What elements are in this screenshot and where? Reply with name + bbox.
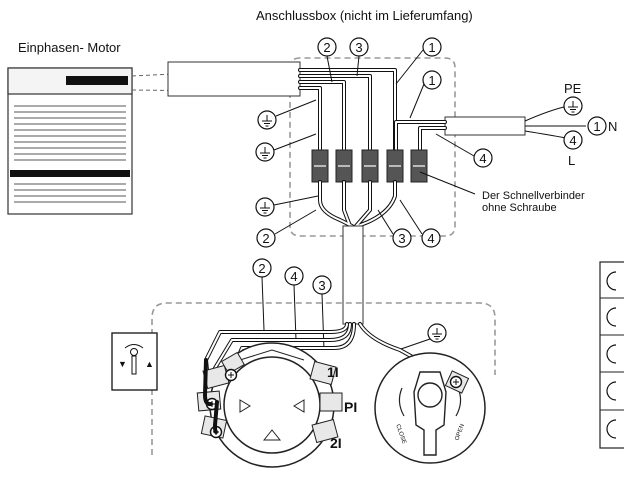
connector-note-line1: Der Schnellverbinder bbox=[482, 190, 585, 202]
svg-text:1: 1 bbox=[428, 73, 435, 88]
svg-text:1: 1 bbox=[593, 119, 600, 134]
terminal-label-1: 1I bbox=[327, 364, 339, 380]
wire-number-badge: 2 bbox=[252, 258, 272, 278]
dial-open-label: OPEN bbox=[455, 423, 466, 441]
svg-text:2: 2 bbox=[262, 231, 269, 246]
wire-number-badge: 3 bbox=[349, 37, 369, 57]
ground-icon bbox=[257, 110, 277, 130]
wire-number-badge: 1 bbox=[422, 70, 442, 90]
wire-number-badge: 4 bbox=[563, 130, 583, 150]
svg-text:3: 3 bbox=[318, 278, 325, 293]
wire-number-badge: 2 bbox=[317, 37, 337, 57]
svg-text:1: 1 bbox=[428, 40, 435, 55]
wire-number-badge: 3 bbox=[312, 275, 332, 295]
wire-number-badge: 1 bbox=[422, 37, 442, 57]
ground-icon bbox=[255, 142, 275, 162]
motor-label: Einphasen- Motor bbox=[18, 40, 121, 55]
switch-unit-outline bbox=[151, 302, 496, 455]
key-switch-icon: ▼ ▲ bbox=[111, 332, 158, 391]
svg-text:4: 4 bbox=[569, 133, 576, 148]
svg-text:2: 2 bbox=[258, 261, 265, 276]
connector-note-line2: ohne Schraube bbox=[482, 202, 557, 214]
mains-cable bbox=[444, 116, 526, 136]
ground-icon bbox=[427, 323, 447, 343]
l-label: L bbox=[568, 153, 575, 168]
wire-number-badge: 3 bbox=[392, 228, 412, 248]
svg-text:4: 4 bbox=[427, 231, 434, 246]
terminal-label-p: PI bbox=[344, 399, 357, 415]
pe-label: PE bbox=[564, 81, 582, 96]
svg-text:4: 4 bbox=[479, 151, 486, 166]
wire-number-badge: 4 bbox=[421, 228, 441, 248]
svg-text:2: 2 bbox=[323, 40, 330, 55]
switch-terminal-body bbox=[196, 342, 343, 468]
quick-connectors bbox=[311, 149, 428, 183]
ground-icon bbox=[255, 197, 275, 217]
motor-illustration bbox=[7, 67, 301, 215]
ground-icon bbox=[563, 96, 583, 116]
wire-number-badge: 2 bbox=[256, 228, 276, 248]
junction-box-title: Anschlussbox (nicht im Lieferumfang) bbox=[256, 8, 473, 23]
terminal-label-2: 2I bbox=[330, 435, 342, 451]
svg-text:3: 3 bbox=[398, 231, 405, 246]
wire-number-badge: 4 bbox=[284, 266, 304, 286]
svg-text:4: 4 bbox=[290, 269, 297, 284]
n-label: N bbox=[608, 119, 617, 134]
svg-text:3: 3 bbox=[355, 40, 362, 55]
control-cable bbox=[342, 225, 364, 325]
wire-number-badge: 4 bbox=[473, 148, 493, 168]
legend-table-fragment bbox=[599, 261, 624, 449]
key-dial-body: CLOSE OPEN bbox=[374, 352, 486, 464]
wire-number-badge: 1 bbox=[587, 116, 607, 136]
key-switch-down-arrow: ▼ bbox=[118, 359, 127, 369]
key-switch-up-arrow: ▲ bbox=[145, 359, 154, 369]
motor-cable bbox=[167, 61, 301, 97]
